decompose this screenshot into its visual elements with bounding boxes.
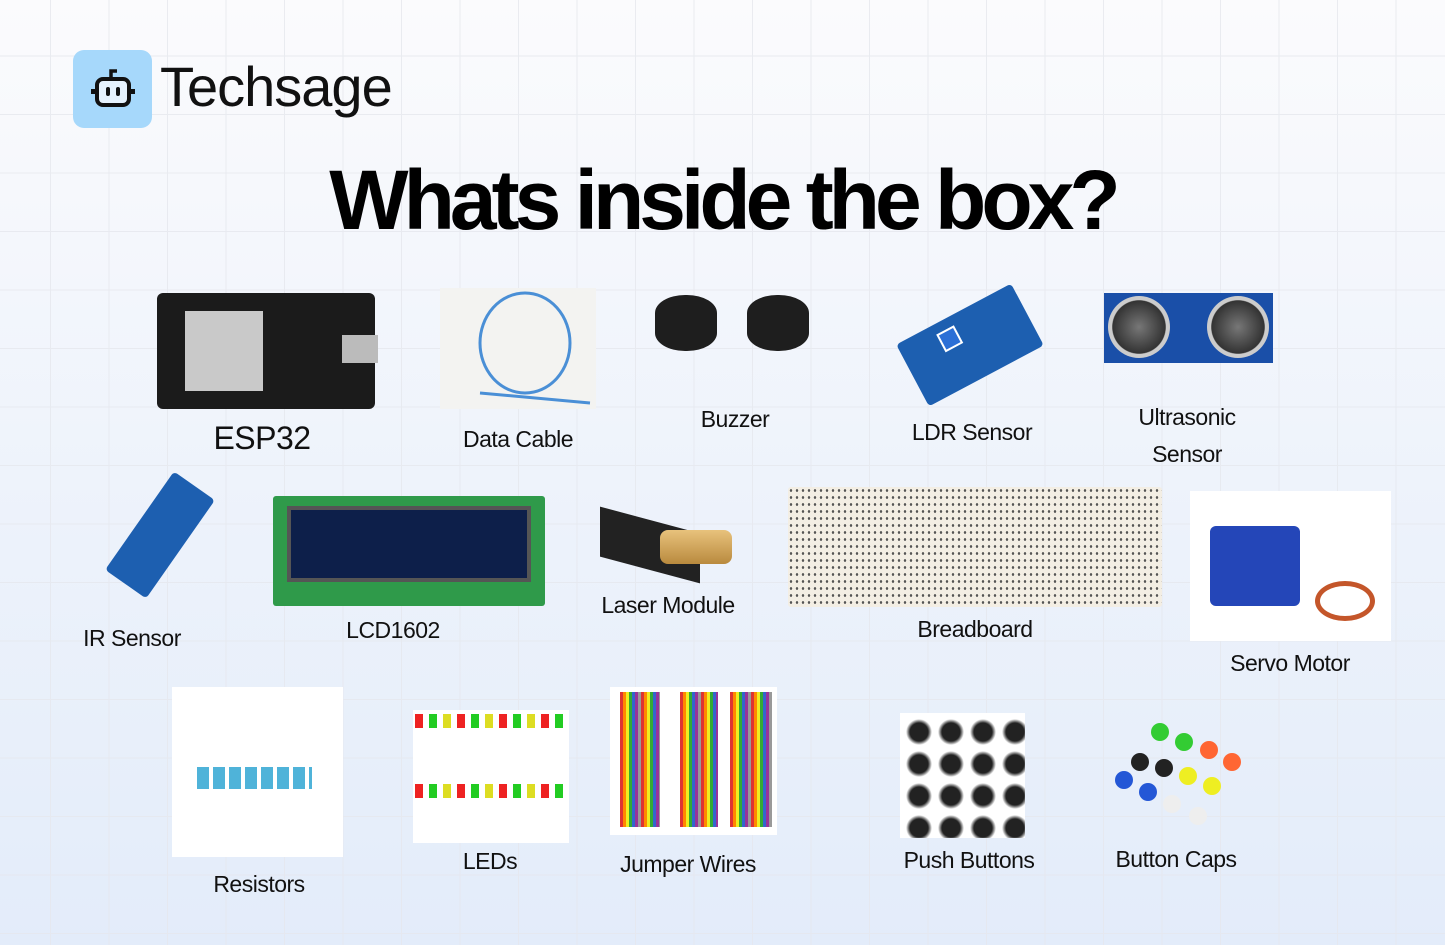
label-button-caps: Button Caps bbox=[1115, 846, 1237, 872]
resistors-image bbox=[172, 687, 343, 857]
button-caps-image bbox=[1112, 720, 1242, 830]
esp32-image bbox=[157, 293, 378, 409]
lcd1602-image bbox=[273, 496, 545, 606]
brand-name: Techsage bbox=[160, 55, 393, 118]
logo-badge bbox=[73, 50, 152, 128]
jumper-wires-image bbox=[610, 687, 777, 835]
robot-icon bbox=[90, 69, 135, 107]
ultrasonic-sensor-image bbox=[1104, 293, 1273, 363]
label-servo-motor: Servo Motor bbox=[1230, 650, 1350, 676]
buzzer-image bbox=[655, 293, 810, 363]
page-title: Whats inside the box? bbox=[329, 153, 1120, 247]
laser-module-image bbox=[600, 506, 735, 584]
label-esp32: ESP32 bbox=[213, 420, 311, 456]
label-ultrasonic-line1: Ultrasonic bbox=[1138, 404, 1236, 430]
label-ir-sensor: IR Sensor bbox=[83, 625, 181, 651]
label-jumper-wires: Jumper Wires bbox=[620, 851, 756, 877]
label-lcd1602: LCD1602 bbox=[346, 617, 440, 643]
breadboard-image bbox=[788, 487, 1162, 607]
label-data-cable: Data Cable bbox=[462, 426, 574, 452]
label-laser-module: Laser Module bbox=[601, 592, 735, 618]
label-leds: LEDs bbox=[462, 848, 518, 874]
label-push-buttons: Push Buttons bbox=[903, 847, 1035, 873]
label-buzzer: Buzzer bbox=[700, 406, 770, 432]
push-buttons-image bbox=[900, 713, 1025, 838]
data-cable-image bbox=[440, 288, 596, 409]
label-breadboard: Breadboard bbox=[917, 616, 1033, 642]
label-ultrasonic-line2: Sensor bbox=[1152, 441, 1222, 467]
leds-image bbox=[413, 710, 569, 843]
label-resistors: Resistors bbox=[213, 871, 305, 897]
label-ldr-sensor: LDR Sensor bbox=[911, 419, 1033, 445]
servo-motor-image bbox=[1190, 491, 1391, 641]
